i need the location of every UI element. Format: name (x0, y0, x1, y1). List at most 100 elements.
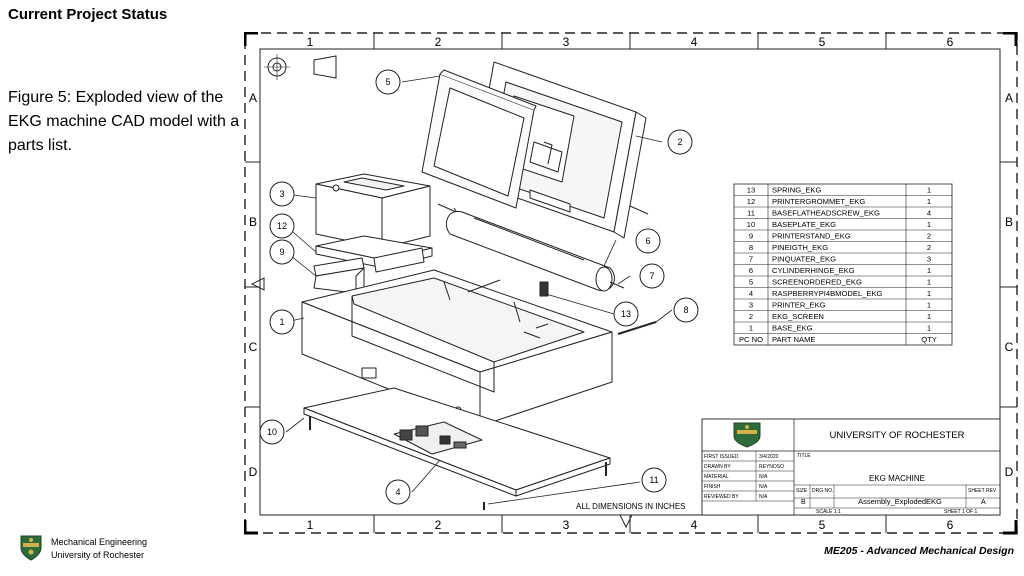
part-raspberry-pi (393, 421, 483, 455)
bom-name: BASEPLATE_EKG (772, 220, 836, 229)
title-block-university: UNIVERSITY OF ROCHESTER (830, 430, 965, 441)
zone-row-labels: A B C D A B C D (249, 91, 1014, 479)
balloon-label: 3 (279, 189, 284, 199)
rochester-shield-icon (733, 422, 761, 448)
footer-department: Mechanical Engineering University of Roc… (51, 536, 147, 562)
tb-value: A (981, 499, 986, 506)
row-label: C (249, 340, 258, 354)
col-label: 2 (435, 518, 442, 532)
col-label: 2 (435, 35, 442, 49)
tb-value: REYNOSO (759, 464, 784, 470)
row-label: D (249, 465, 258, 479)
footer-dept-line1: Mechanical Engineering (51, 537, 148, 547)
bom-qty: 3 (927, 255, 931, 264)
col-label: 3 (563, 518, 570, 532)
tb-label: SIZE (796, 488, 808, 494)
bom-qty: 1 (927, 301, 931, 310)
drawing-title: EKG MACHINE (869, 474, 925, 483)
parts-list-table: 13 12 11 10 9 8 7 6 5 4 3 2 1 PC NO 1 1 … (733, 183, 953, 346)
footer-course: ME205 - Advanced Mechanical Design (824, 545, 1014, 557)
bom-pc: 5 (749, 278, 753, 287)
tb-label: FINISH (704, 484, 721, 490)
bom-name: PRINTERGROMMET_EKG (772, 197, 865, 206)
tb-label: DRG NO. (812, 488, 833, 494)
slide-title: Current Project Status (8, 6, 168, 23)
part-printer (315, 173, 431, 249)
bom-name: BASE_EKG (772, 324, 813, 333)
cad-drawing-sheet: 1 2 3 4 5 6 1 2 3 4 5 6 A B C D A B C D (244, 32, 1018, 535)
tb-label: TITLE (797, 453, 811, 459)
balloon-label: 7 (649, 271, 654, 281)
balloon-label: 10 (267, 427, 277, 437)
tb-label: FIRST ISSUED (704, 454, 739, 460)
balloon-label: 5 (385, 77, 390, 87)
sheet-outer-frame (244, 32, 1018, 534)
exploded-assembly-view (301, 61, 657, 510)
part-printer-stand (313, 247, 425, 299)
bom-pc: 3 (749, 301, 753, 310)
bom-pc: 13 (747, 186, 755, 195)
bom-qty: 1 (927, 220, 931, 229)
bom-qty: 2 (927, 232, 931, 241)
bom-name: PRINTER_EKG (772, 301, 826, 310)
bom-pc: 2 (749, 312, 753, 321)
bom-qty: 1 (927, 266, 931, 275)
part-base (301, 269, 613, 427)
bom-pc: 1 (749, 324, 753, 333)
part-spring (539, 281, 549, 297)
col-label: 4 (691, 35, 698, 49)
bom-pc: 4 (749, 289, 753, 298)
col-label: 5 (819, 35, 826, 49)
bom-pc: 7 (749, 255, 753, 264)
bom-name: PINQUATER_EKG (772, 255, 836, 264)
university-shield-logo-icon (20, 535, 42, 561)
footer-dept-line2: University of Rochester (51, 550, 145, 560)
balloon-label: 11 (649, 475, 658, 485)
row-label: D (1005, 465, 1014, 479)
bom-header-qty: QTY (921, 335, 937, 344)
tb-sheet: SHEET 1 OF 1 (944, 509, 977, 515)
bom-name: SCREENORDERED_EKG (772, 278, 862, 287)
bom-pc: 9 (749, 232, 753, 241)
row-label: C (1005, 340, 1014, 354)
col-label: 4 (691, 518, 698, 532)
tb-label: DRAWN BY (704, 464, 731, 470)
col-label: 1 (307, 518, 314, 532)
row-label: B (249, 215, 257, 229)
part-screen-ordered (421, 69, 537, 209)
bom-name: CYLINDERHINGE_EKG (772, 266, 855, 275)
projection-symbol-icon (264, 54, 337, 80)
title-block: UNIVERSITY OF ROCHESTER FIRST ISSUED 3/4… (701, 418, 1001, 516)
row-label: A (249, 91, 257, 105)
tb-label: SHEET REV (968, 488, 997, 494)
bom-qty: 2 (927, 243, 931, 252)
tb-value: N/A (759, 494, 768, 500)
dimensions-note: ALL DIMENSIONS IN INCHES (576, 502, 686, 511)
col-label: 3 (563, 35, 570, 49)
tb-value: N/A (759, 484, 768, 490)
balloon-label: 4 (395, 487, 400, 497)
col-label: 5 (819, 518, 826, 532)
bom-name: SPRING_EKG (772, 186, 821, 195)
balloon-label: 1 (279, 317, 284, 327)
bom-pc: 11 (747, 209, 755, 218)
bom-pc: 10 (747, 220, 755, 229)
bom-qty: 4 (927, 209, 931, 218)
bom-name: EKG_SCREEN (772, 312, 824, 321)
bom-qty: 1 (927, 289, 931, 298)
col-label: 1 (307, 35, 314, 49)
figure-caption: Figure 5: Exploded view of the EKG machi… (8, 89, 240, 154)
balloon-label: 8 (683, 305, 688, 315)
bom-pc: 12 (747, 197, 755, 206)
tb-value: B (801, 499, 806, 506)
balloon-label: 6 (645, 236, 650, 246)
bom-qty: 1 (927, 278, 931, 287)
balloon-label: 12 (277, 221, 287, 231)
item-balloons: 5 2 3 12 9 1 6 7 13 8 10 4 11 (259, 69, 699, 505)
bom-qty: 1 (927, 197, 931, 206)
tb-scale: SCALE 1:1 (816, 509, 841, 515)
bom-name: PINEIGTH_EKG (772, 243, 828, 252)
tb-label: REVIEWED BY (704, 494, 739, 500)
bom-header-name: PART NAME (772, 335, 815, 344)
bom-qty: 1 (927, 324, 931, 333)
